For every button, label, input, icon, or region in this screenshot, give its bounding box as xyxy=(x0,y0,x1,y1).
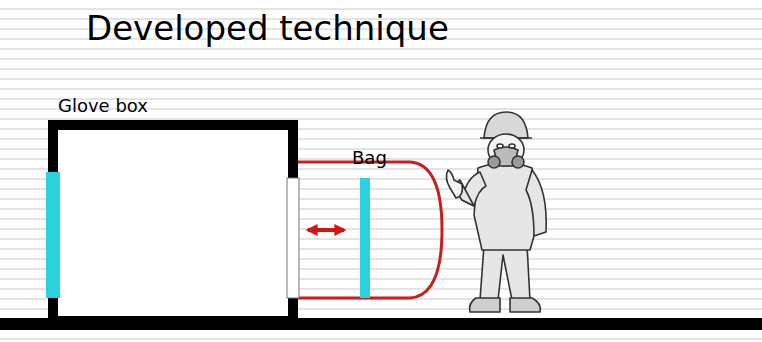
diagram-title: Developed technique xyxy=(86,10,449,47)
motion-arrow xyxy=(308,228,344,232)
bag-outline xyxy=(298,162,442,298)
right-opening xyxy=(287,178,299,298)
bag-window xyxy=(360,178,370,298)
part-label: Glove box xyxy=(58,96,148,116)
part-label: Bag xyxy=(352,148,387,168)
worker-figure xyxy=(446,112,546,312)
glove-box-outline xyxy=(53,125,293,321)
left-window xyxy=(46,172,60,298)
